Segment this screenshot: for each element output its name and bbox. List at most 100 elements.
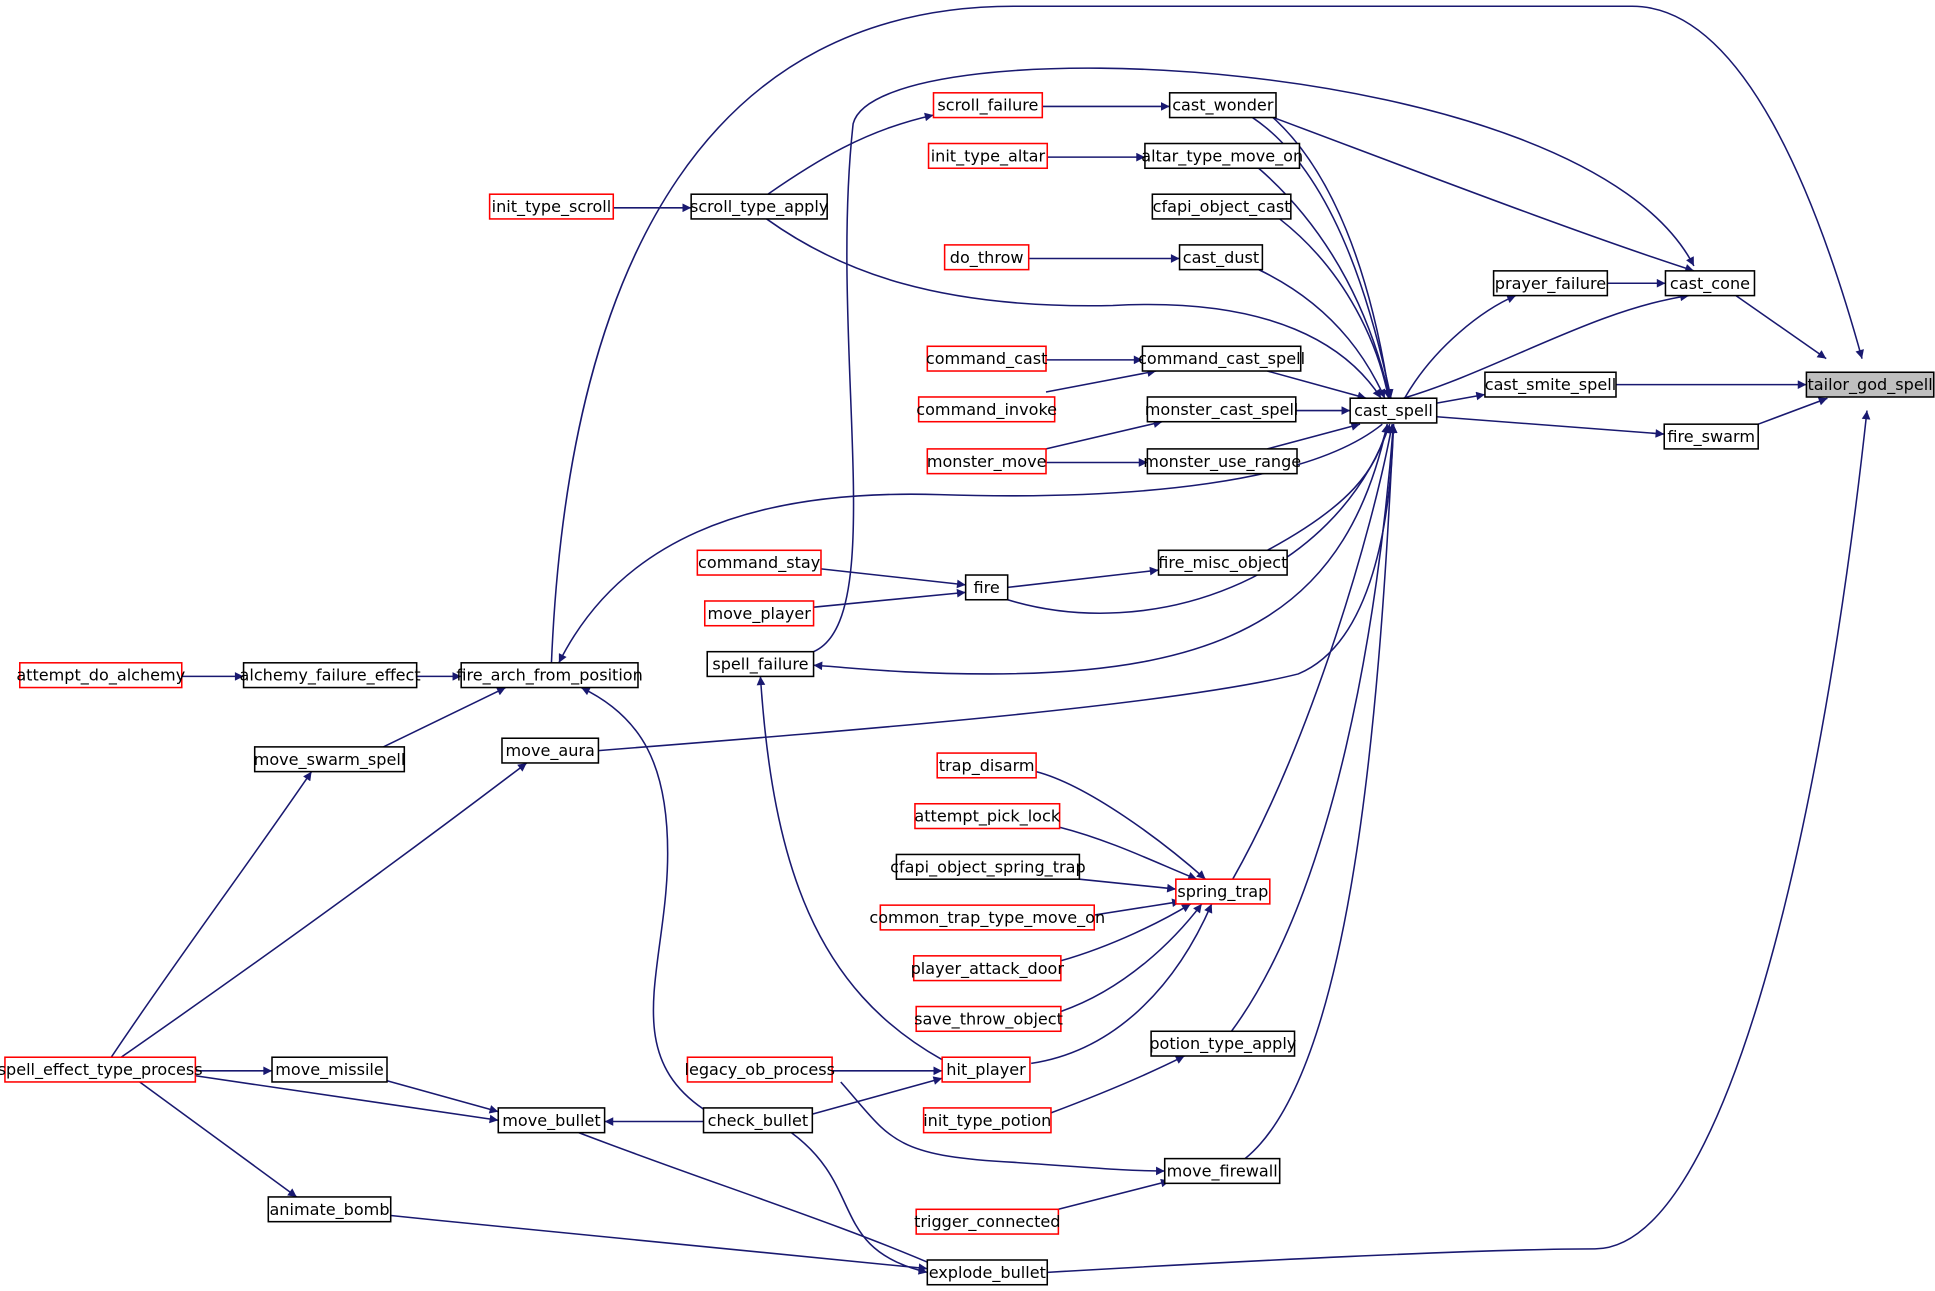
node-monster_cast_spell[interactable]: monster_cast_spell — [1145, 396, 1299, 423]
node-label: attempt_pick_lock — [914, 807, 1060, 827]
edge-cast_spell-to-spell_failure — [813, 424, 1389, 675]
node-fire_arch_from_position[interactable]: fire_arch_from_position — [456, 662, 643, 689]
node-cfapi_object_spring_trap[interactable]: cfapi_object_spring_trap — [890, 853, 1086, 880]
node-box — [1144, 142, 1301, 170]
node-command_invoke[interactable]: command_invoke — [916, 396, 1057, 423]
node-spell_failure[interactable]: spell_failure — [706, 650, 815, 678]
node-label: trap_disarm — [939, 756, 1035, 776]
node-box — [941, 1056, 1031, 1083]
node-move_missile[interactable]: move_missile — [271, 1056, 388, 1083]
node-explode_bullet[interactable]: explode_bullet — [926, 1259, 1049, 1286]
node-label: monster_move — [927, 452, 1047, 472]
node-box — [4, 1056, 197, 1083]
node-command_cast_spell[interactable]: command_cast_spell — [1138, 345, 1305, 372]
node-label: init_type_scroll — [492, 197, 612, 217]
node-box — [1349, 397, 1438, 424]
node-label: cfapi_object_spring_trap — [890, 857, 1086, 877]
node-cast_smite_spell[interactable]: cast_smite_spell — [1484, 371, 1617, 398]
node-box — [912, 955, 1062, 982]
node-cast_wonder[interactable]: cast_wonder — [1168, 92, 1277, 119]
node-cast_dust[interactable]: cast_dust — [1178, 244, 1264, 271]
node-box — [1146, 396, 1297, 423]
node-label: potion_type_apply — [1149, 1034, 1296, 1054]
node-scroll_type_apply[interactable]: scroll_type_apply — [690, 193, 829, 220]
node-monster_use_range[interactable]: monster_use_range — [1143, 448, 1301, 475]
node-box — [19, 662, 183, 689]
node-label: player_attack_door — [911, 959, 1065, 979]
node-label: cast_wonder — [1172, 96, 1274, 116]
node-prayer_failure[interactable]: prayer_failure — [1492, 270, 1609, 297]
node-move_aura[interactable]: move_aura — [501, 737, 600, 764]
node-label: command_invoke — [916, 400, 1057, 420]
node-move_bullet[interactable]: move_bullet — [497, 1107, 606, 1134]
node-cast_cone[interactable]: cast_cone — [1664, 270, 1756, 297]
edge-move_firewall-to-cast_spell — [1244, 424, 1398, 1160]
node-box — [690, 193, 828, 220]
node-label: command_stay — [698, 553, 821, 573]
node-label: spell_effect_type_process — [0, 1060, 203, 1080]
node-label: move_aura — [506, 741, 595, 761]
node-label: spring_trap — [1177, 882, 1268, 902]
node-fire[interactable]: fire — [964, 574, 1009, 601]
node-init_type_scroll[interactable]: init_type_scroll — [488, 193, 615, 220]
node-move_swarm_spell[interactable]: move_swarm_spell — [254, 746, 406, 773]
node-move_player[interactable]: move_player — [703, 600, 815, 627]
node-trap_disarm[interactable]: trap_disarm — [936, 752, 1037, 779]
node-save_throw_object[interactable]: save_throw_object — [914, 1005, 1063, 1033]
node-spring_trap[interactable]: spring_trap — [1175, 878, 1271, 905]
node-box — [1178, 244, 1264, 271]
nodes-layer: tailor_god_spell cast_cone cast_smite_spel… — [0, 92, 1935, 1286]
node-trigger_connected[interactable]: trigger_connected — [914, 1208, 1060, 1235]
node-box — [706, 650, 815, 678]
node-label: move_missile — [275, 1060, 384, 1080]
edge-player_attack_door-to-spring_trap — [1060, 903, 1192, 962]
node-attempt_do_alchemy[interactable]: attempt_do_alchemy — [16, 662, 186, 689]
node-spell_effect_type_process[interactable]: spell_effect_type_process — [0, 1056, 203, 1083]
edge-check_bullet-to-hit_player — [812, 1076, 943, 1115]
node-box — [703, 600, 815, 627]
edge-cast_wonder-to-cast_cone — [1273, 116, 1695, 273]
node-check_bullet[interactable]: check_bullet — [702, 1107, 814, 1134]
node-box — [1163, 1157, 1281, 1185]
node-player_attack_door[interactable]: player_attack_door — [911, 955, 1065, 982]
node-common_trap_type_move_on[interactable]: common_trap_type_move_on — [869, 904, 1105, 931]
node-fire_misc_object[interactable]: fire_misc_object — [1157, 549, 1288, 576]
edge-animate_bomb-to-explode_bullet — [390, 1214, 928, 1273]
node-cast_spell[interactable]: cast_spell — [1349, 397, 1438, 424]
node-command_cast[interactable]: command_cast — [926, 345, 1048, 372]
node-label: fire_arch_from_position — [456, 666, 642, 686]
node-legacy_ob_process[interactable]: legacy_ob_process — [685, 1056, 836, 1083]
node-box — [927, 142, 1049, 170]
node-box — [1150, 1030, 1296, 1057]
node-label: cast_cone — [1670, 274, 1750, 294]
node-box — [501, 737, 600, 764]
node-box — [1168, 92, 1277, 119]
node-hit_player[interactable]: hit_player — [941, 1056, 1031, 1083]
edge-init_type_potion-to-potion_type_apply — [1050, 1055, 1185, 1114]
node-alchemy_failure_effect[interactable]: alchemy_failure_effect — [240, 662, 421, 689]
edge-scroll_type_apply-to-scroll_failure — [767, 112, 934, 195]
edge-monster_use_range-to-cast_spell — [1267, 422, 1361, 450]
node-do_throw[interactable]: do_throw — [943, 244, 1030, 271]
node-potion_type_apply[interactable]: potion_type_apply — [1149, 1030, 1297, 1057]
node-cfapi_object_cast[interactable]: cfapi_object_cast — [1151, 193, 1292, 220]
node-box — [914, 802, 1061, 830]
edge-fire-to-cast_spell — [1007, 423, 1391, 614]
node-init_type_potion[interactable]: init_type_potion — [922, 1107, 1052, 1134]
node-box — [915, 1005, 1062, 1033]
node-init_type_altar[interactable]: init_type_altar — [927, 142, 1049, 170]
node-label: command_cast — [926, 349, 1048, 369]
node-altar_type_move_on[interactable]: altar_type_move_on — [1141, 142, 1303, 170]
node-animate_bomb[interactable]: animate_bomb — [267, 1196, 392, 1223]
node-tailor_god_spell[interactable]: tailor_god_spell — [1805, 371, 1935, 398]
node-move_firewall[interactable]: move_firewall — [1163, 1157, 1281, 1185]
node-command_stay[interactable]: command_stay — [696, 549, 822, 576]
edge-hit_player-to-spell_failure — [756, 676, 943, 1061]
node-label: init_type_potion — [923, 1111, 1051, 1131]
edge-command_stay-to-fire — [820, 568, 966, 589]
node-scroll_failure[interactable]: scroll_failure — [932, 92, 1044, 119]
node-attempt_pick_lock[interactable]: attempt_pick_lock — [914, 802, 1061, 830]
node-fire_swarm[interactable]: fire_swarm — [1663, 423, 1759, 450]
node-monster_move[interactable]: monster_move — [926, 448, 1047, 475]
